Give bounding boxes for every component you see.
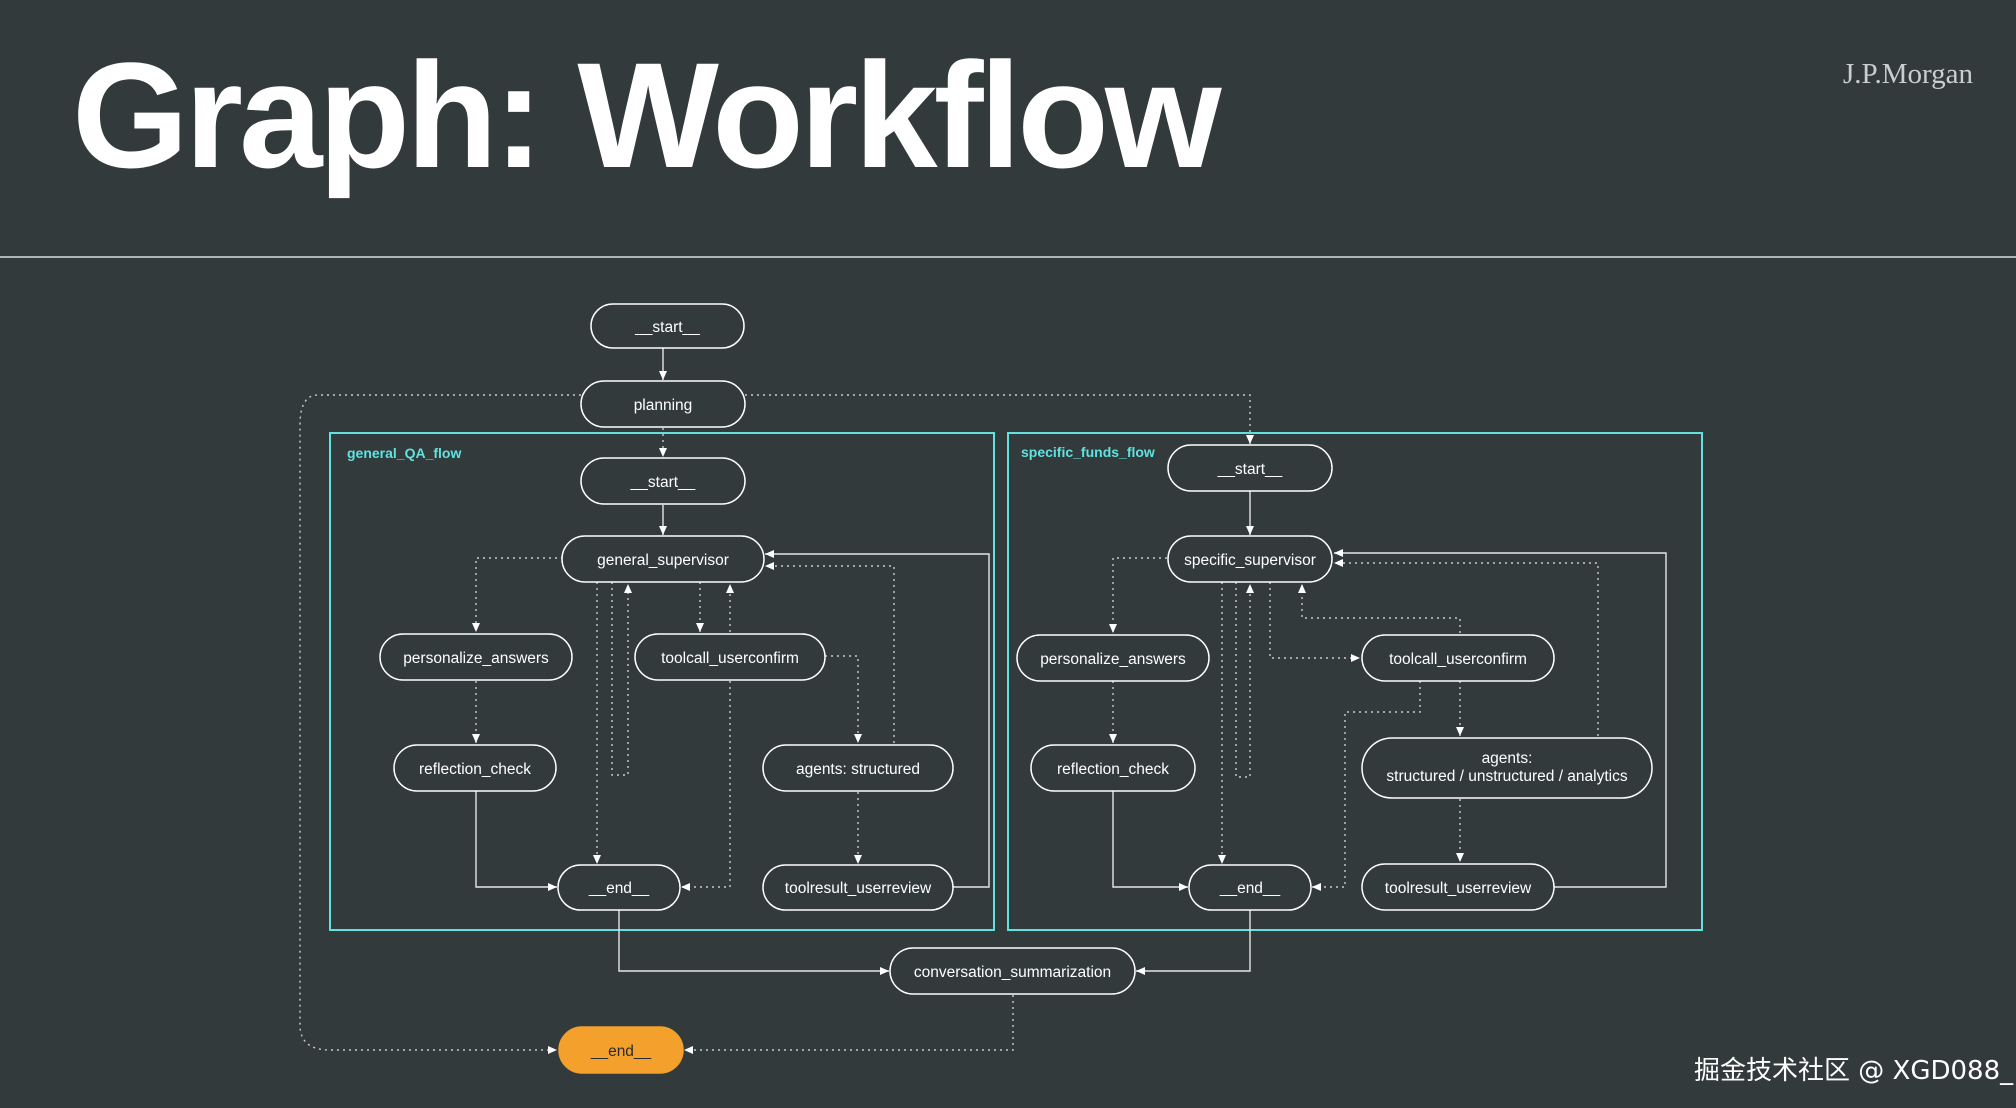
jpmorgan-logo: J.P.Morgan — [1843, 58, 1973, 90]
node-general-personalize-answers: personalize_answers — [379, 633, 573, 681]
node-final-end: __end__ — [558, 1026, 684, 1074]
node-general-start: __start__ — [580, 457, 746, 505]
svg-text:toolresult_userreview: toolresult_userreview — [785, 880, 932, 897]
edge-summarization-final-end — [684, 995, 1014, 1054]
edge-sloop-ssupervisor — [1235, 582, 1254, 778]
svg-text:__end__: __end__ — [1219, 880, 1281, 897]
cluster-label-specific: specific_funds_flow — [1021, 444, 1155, 460]
svg-text:specific_supervisor: specific_supervisor — [1184, 552, 1316, 569]
edge-gloop-gsupervisor — [611, 582, 632, 776]
node-specific-reflection-check: reflection_check — [1030, 744, 1196, 792]
svg-text:reflection_check: reflection_check — [1057, 761, 1169, 778]
edge-gtoolresult-gsupervisor — [765, 550, 990, 888]
node-specific-toolcall-userconfirm: toolcall_userconfirm — [1361, 634, 1555, 682]
svg-text:planning: planning — [634, 397, 693, 414]
node-specific-agents: agents: structured / unstructured / anal… — [1361, 737, 1653, 799]
edge-planning-final-end — [299, 394, 581, 1054]
edge-send-summarization — [1136, 910, 1251, 975]
title-divider — [0, 256, 2016, 258]
node-specific-start: __start__ — [1167, 444, 1333, 492]
node-top-start: __start__ — [590, 303, 745, 349]
node-specific-end: __end__ — [1188, 864, 1312, 911]
svg-text:toolcall_userconfirm: toolcall_userconfirm — [661, 650, 799, 667]
svg-text:__end__: __end__ — [588, 880, 650, 897]
node-specific-toolresult-userreview: toolresult_userreview — [1361, 863, 1555, 911]
svg-text:toolresult_userreview: toolresult_userreview — [1385, 880, 1532, 897]
node-general-supervisor: general_supervisor — [561, 535, 765, 583]
edge-sagents-ssupervisor — [1334, 559, 1599, 736]
node-general-reflection-check: reflection_check — [393, 744, 557, 792]
node-general-agents: agents: structured — [762, 744, 954, 792]
svg-text:toolcall_userconfirm: toolcall_userconfirm — [1389, 651, 1527, 668]
edge-gtoolcall-gend — [681, 681, 731, 891]
svg-text:__end__: __end__ — [590, 1043, 652, 1060]
edges-dotted — [299, 394, 1599, 1054]
svg-text:personalize_answers: personalize_answers — [403, 650, 549, 667]
edge-gtoolcall-gagents — [825, 655, 862, 743]
svg-text:reflection_check: reflection_check — [419, 761, 531, 778]
svg-text:__start__: __start__ — [630, 474, 696, 491]
cluster-general-qa-flow — [329, 432, 995, 931]
edge-gend-summarization — [618, 910, 889, 975]
node-specific-personalize-answers: personalize_answers — [1016, 634, 1210, 682]
edge-ssupervisor-stoolcall — [1269, 582, 1360, 662]
svg-text:agents: structured: agents: structured — [796, 761, 920, 778]
cluster-label-general: general_QA_flow — [347, 445, 461, 461]
edge-sreflection-send — [1112, 791, 1188, 891]
edge-ssupervisor-spersonalize — [1109, 557, 1167, 633]
edge-stoolcall-ssupervisor — [1298, 584, 1461, 633]
svg-text:structured / unstructured / an: structured / unstructured / analytics — [1386, 768, 1627, 785]
cluster-specific-funds-flow — [1007, 432, 1703, 931]
svg-text:personalize_answers: personalize_answers — [1040, 651, 1186, 668]
node-general-toolresult-userreview: toolresult_userreview — [762, 864, 954, 911]
node-specific-supervisor: specific_supervisor — [1167, 535, 1333, 583]
edges-solid — [475, 347, 1667, 975]
edge-planning-sstart — [745, 394, 1254, 444]
svg-text:__start__: __start__ — [1217, 461, 1283, 478]
edge-greflection-gend — [475, 791, 557, 891]
node-conversation-summarization: conversation_summarization — [889, 947, 1136, 995]
node-general-toolcall-userconfirm: toolcall_userconfirm — [634, 633, 826, 681]
node-planning: planning — [580, 380, 746, 428]
edge-gsupervisor-gpersonalize — [472, 557, 563, 632]
node-general-end: __end__ — [557, 864, 681, 911]
page-title: Graph: Workflow — [72, 31, 1222, 199]
edge-stoolresult-ssupervisor — [1334, 549, 1667, 888]
svg-text:general_supervisor: general_supervisor — [597, 552, 729, 569]
svg-text:conversation_summarization: conversation_summarization — [914, 964, 1111, 981]
svg-text:__start__: __start__ — [634, 319, 700, 336]
nodes: __start__ planning __start__ general_sup… — [379, 303, 1653, 1074]
svg-text:agents:: agents: — [1482, 750, 1533, 767]
watermark: 掘金技术社区 @ XGD088_ — [1694, 1056, 2014, 1086]
